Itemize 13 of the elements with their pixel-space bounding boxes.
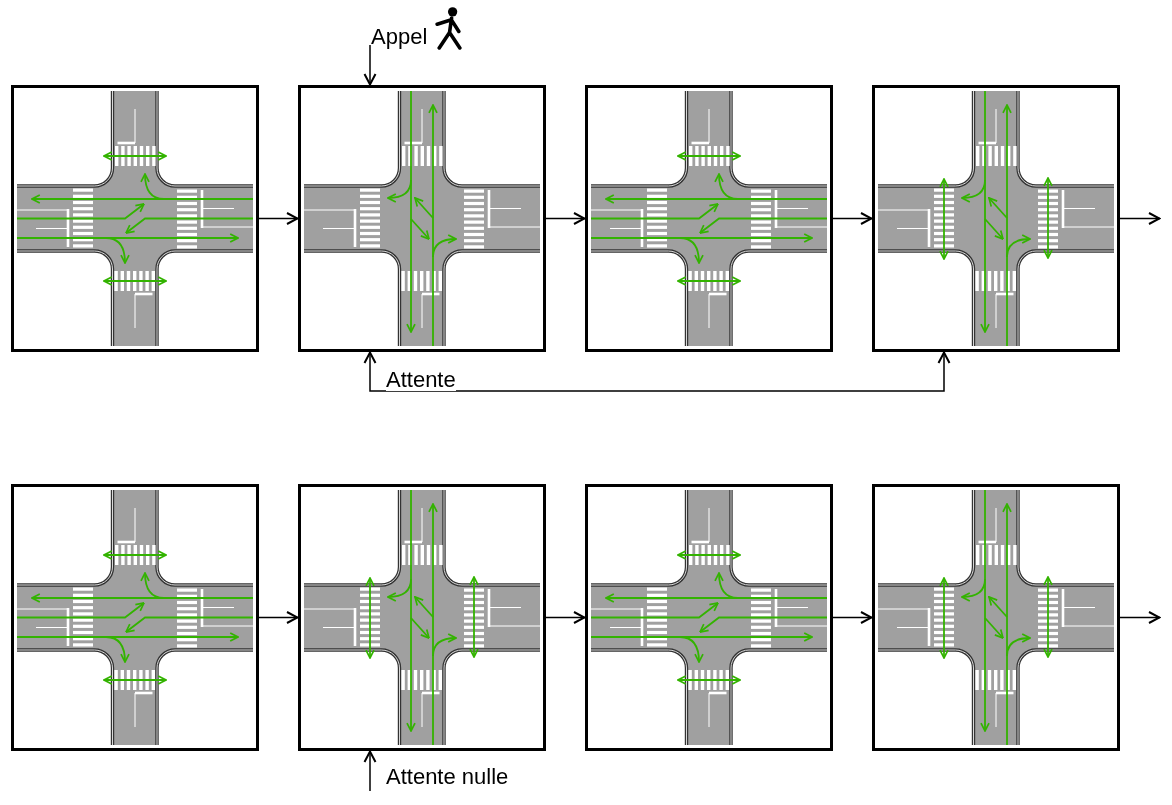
arrow [832,212,873,225]
arrow [363,44,377,86]
edge-label: Attente [386,369,456,391]
arrow [545,212,586,225]
arrow [363,750,377,792]
double-arrow [363,351,951,392]
arrow [258,212,299,225]
edge-label: Appel [371,26,428,48]
arrow [545,611,586,624]
arrow [832,611,873,624]
arrow [258,611,299,624]
arrow [1119,611,1161,624]
arrow [1119,212,1161,225]
